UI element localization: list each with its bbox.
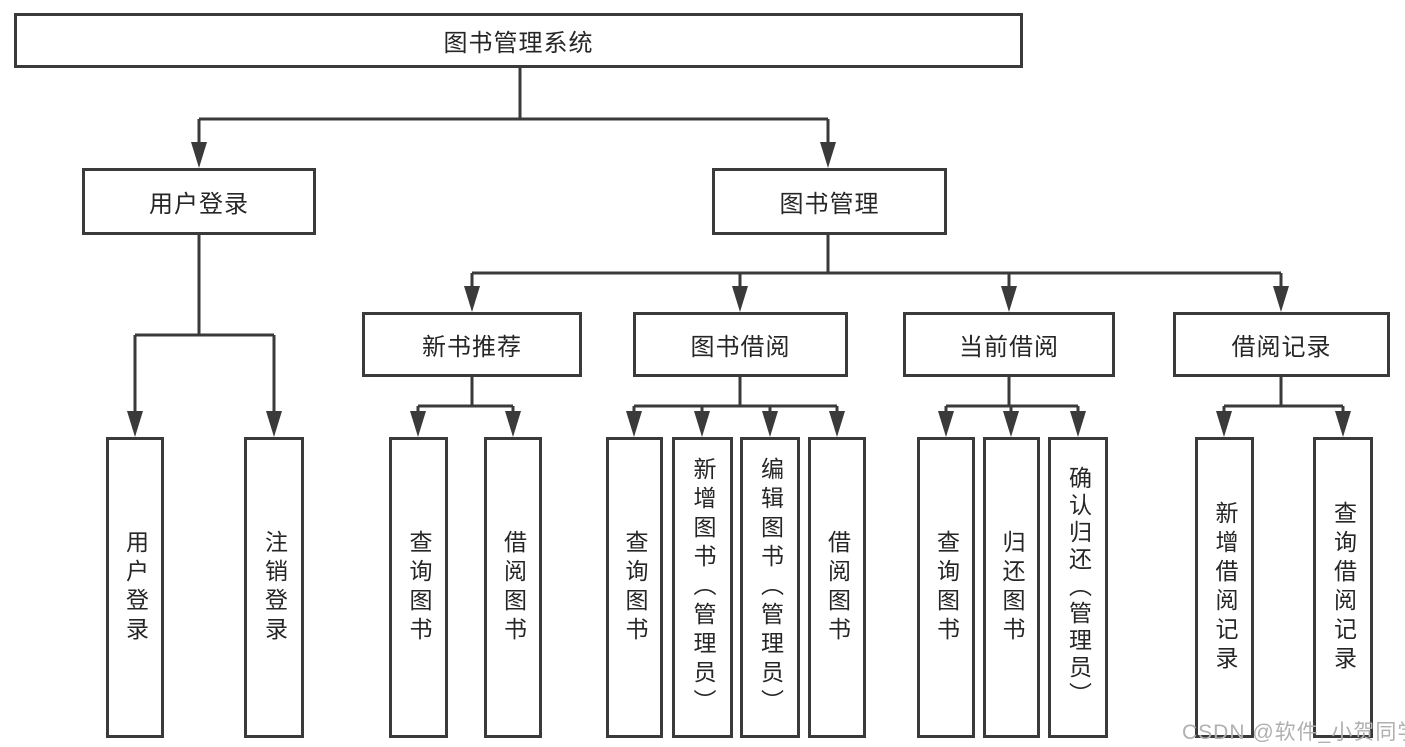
- csdn-watermark: CSDN @软件_小贺同学: [1182, 721, 1405, 744]
- node-user-login-leaf: 用户登录: [106, 437, 164, 738]
- arrowhead-icon: [1335, 411, 1351, 437]
- node-query-book-3: 查询图书: [917, 437, 975, 738]
- arrowhead-icon: [191, 142, 207, 168]
- node-add-borrow-record: 新增借阅记录: [1195, 437, 1254, 738]
- arrowhead-icon: [938, 411, 954, 437]
- node-new-book-recommend: 新书推荐: [362, 312, 582, 377]
- node-confirm-return-admin: 确认归还（管理员）: [1048, 437, 1108, 738]
- edges-user-login-branch: [127, 235, 282, 437]
- arrowhead-icon: [410, 411, 426, 437]
- node-borrowing-records: 借阅记录: [1173, 312, 1390, 377]
- edges-new-book-recommend-branch: [410, 377, 521, 437]
- arrowhead-icon: [266, 411, 282, 437]
- node-return-book: 归还图书: [983, 437, 1040, 738]
- arrowhead-icon: [762, 411, 778, 437]
- edges-root-to-level2: [191, 68, 836, 168]
- node-book-management: 图书管理: [712, 168, 947, 235]
- node-edit-book-admin: 编辑图书（管理员）: [740, 437, 800, 738]
- node-borrow-book-2: 借阅图书: [808, 437, 866, 738]
- arrowhead-icon: [829, 411, 845, 437]
- arrowhead-icon: [505, 411, 521, 437]
- node-book-borrowing: 图书借阅: [633, 312, 848, 377]
- node-add-book-admin: 新增图书（管理员）: [672, 437, 733, 738]
- arrowhead-icon: [732, 286, 748, 312]
- arrowhead-icon: [626, 411, 642, 437]
- node-current-borrowing: 当前借阅: [903, 312, 1115, 377]
- arrowhead-icon: [1273, 286, 1289, 312]
- node-query-borrow-record: 查询借阅记录: [1313, 437, 1373, 738]
- arrowhead-icon: [1216, 411, 1232, 437]
- arrowhead-icon: [1001, 286, 1017, 312]
- node-query-book-1: 查询图书: [389, 437, 448, 738]
- node-user-login: 用户登录: [82, 168, 316, 235]
- arrowhead-icon: [1070, 411, 1086, 437]
- node-query-book-2: 查询图书: [606, 437, 663, 738]
- arrowhead-icon: [127, 411, 143, 437]
- edges-borrowing-records-branch: [1216, 377, 1351, 437]
- arrowhead-icon: [1003, 411, 1019, 437]
- node-root: 图书管理系统: [14, 13, 1023, 68]
- edges-current-borrowing-branch: [938, 377, 1086, 437]
- edges-book-borrowing-branch: [626, 377, 845, 437]
- arrowhead-icon: [820, 142, 836, 168]
- arrowhead-icon: [694, 411, 710, 437]
- node-borrow-book-1: 借阅图书: [484, 437, 542, 738]
- edges-book-management-branch: [464, 235, 1289, 312]
- arrowhead-icon: [464, 286, 480, 312]
- node-logout-leaf: 注销登录: [244, 437, 304, 738]
